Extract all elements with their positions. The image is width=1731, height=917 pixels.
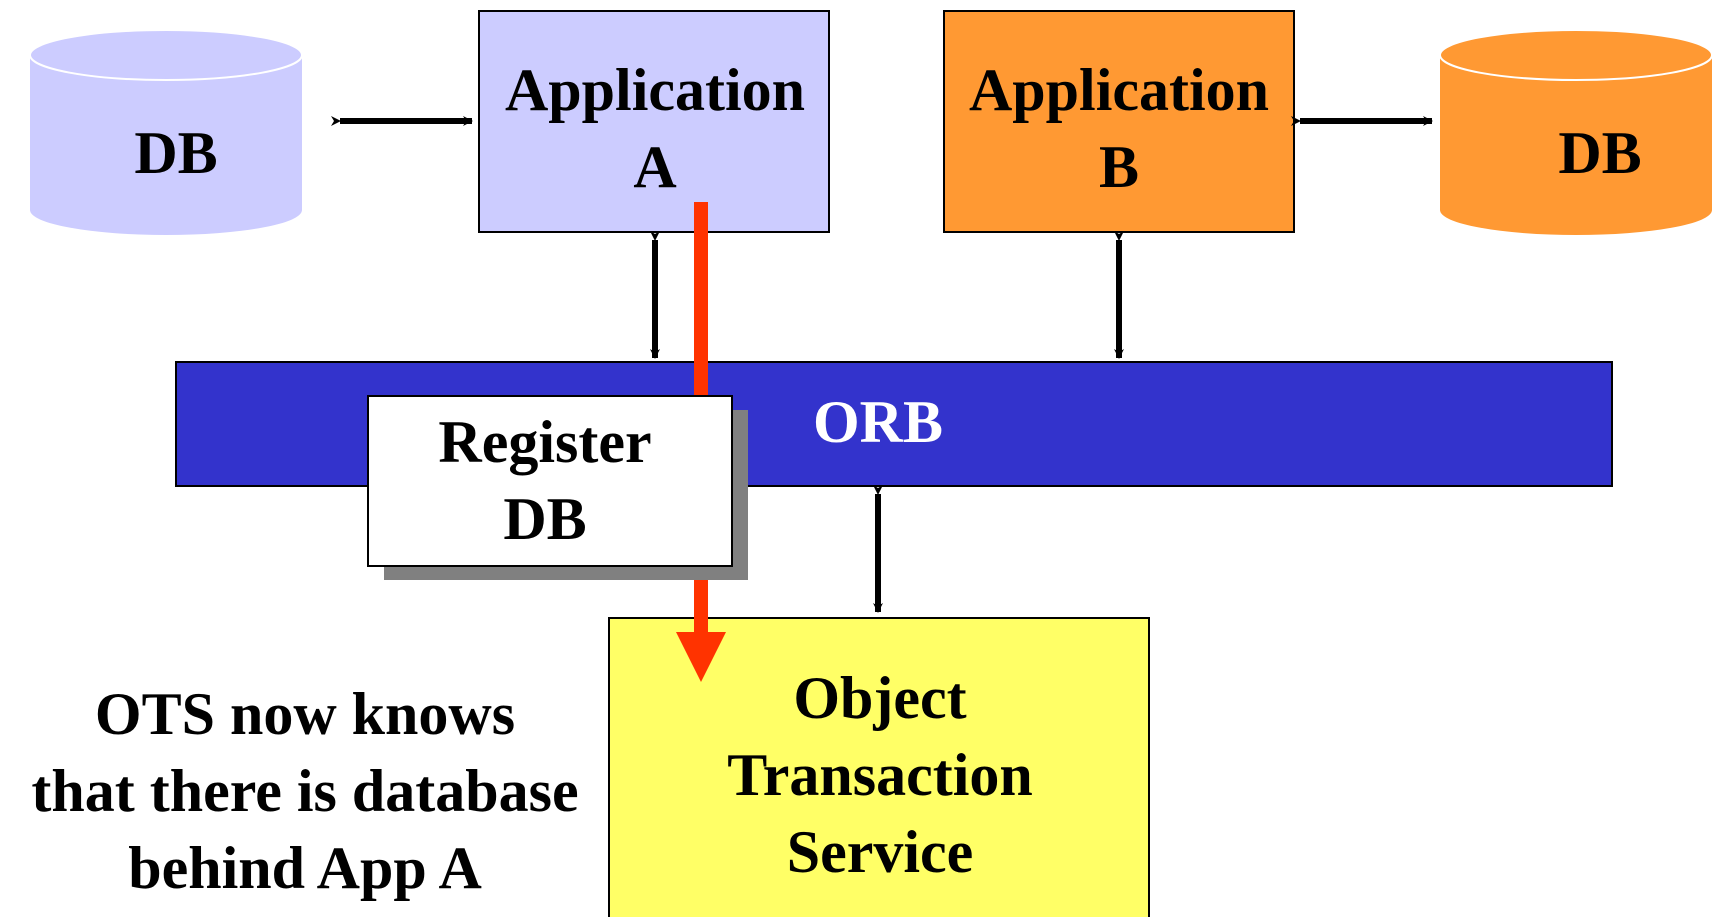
db-left-body — [30, 55, 302, 235]
application-b-line2: B — [1099, 134, 1139, 200]
application-a-box: Application A — [478, 10, 830, 233]
note-line2: that there is database — [31, 758, 578, 824]
db-right-cylinder: DB — [1439, 29, 1713, 235]
application-a-line2: A — [633, 134, 676, 200]
db-left-cylinder: DB — [29, 29, 303, 235]
db-right-label: DB — [1558, 120, 1641, 186]
note-line1: OTS now knows — [95, 681, 515, 747]
register-db-box: Register DB — [367, 395, 748, 580]
register-db-line2: DB — [503, 486, 586, 552]
orb-label: ORB — [813, 389, 943, 455]
application-a-line1: Application — [505, 57, 805, 123]
ots-line1: Object — [793, 665, 966, 731]
note-line3: behind App A — [128, 835, 482, 901]
ots-box: Object Transaction Service — [608, 617, 1150, 917]
ots-line3: Service — [787, 819, 974, 885]
db-left-top — [29, 29, 303, 81]
application-b-line1: Application — [969, 57, 1269, 123]
application-b-box: Application B — [943, 10, 1295, 233]
register-db-line1: Register — [438, 409, 651, 475]
ots-line2: Transaction — [727, 742, 1033, 808]
ots-note: OTS now knows that there is database beh… — [31, 681, 578, 901]
db-right-body — [1440, 55, 1712, 235]
db-left-label: DB — [134, 120, 217, 186]
db-right-top — [1439, 29, 1713, 81]
